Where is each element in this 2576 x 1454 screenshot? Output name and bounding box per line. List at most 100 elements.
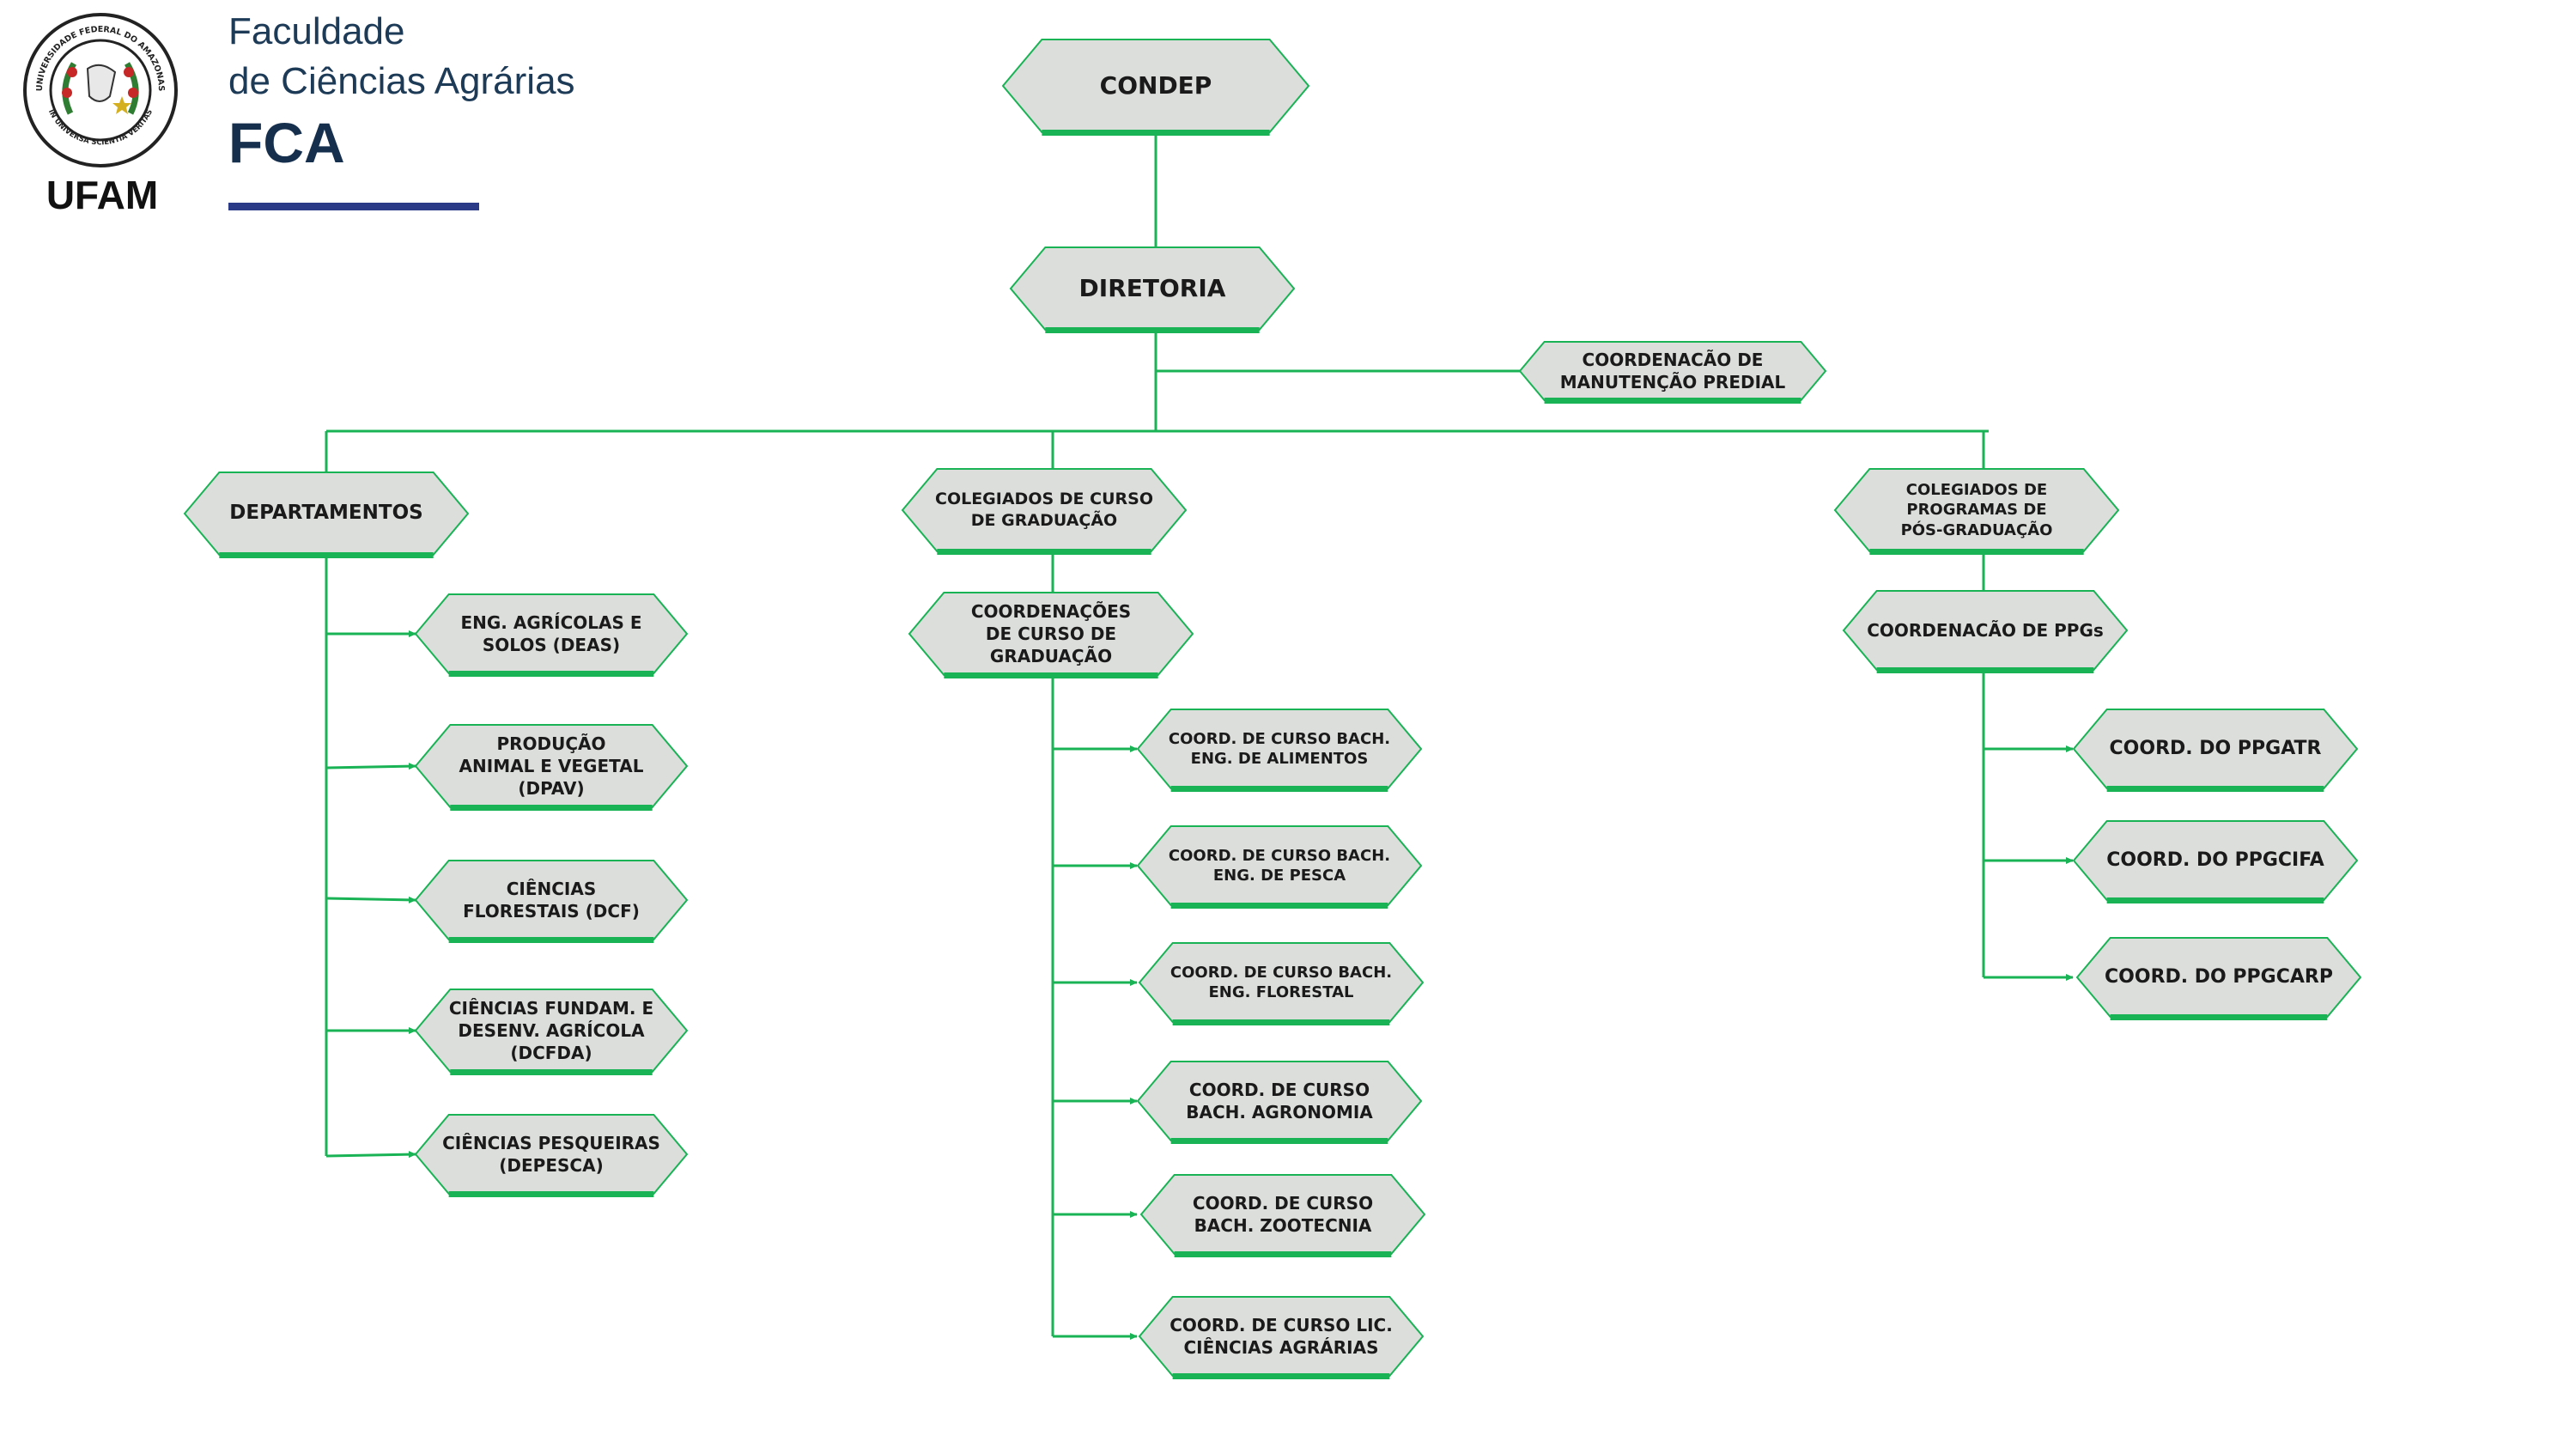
node-coord-ppgs: COORDENACÃO DE PPGs — [1844, 591, 2127, 670]
node-pesca-underline — [1170, 903, 1388, 909]
node-coord-ppgs-shape — [1842, 590, 2129, 671]
connector-departamentos-child — [325, 763, 416, 770]
node-florestal-label-line: COORD. DE CURSO BACH. — [1170, 963, 1393, 982]
node-departamentos-label-line: DEPARTAMENTOS — [229, 502, 423, 525]
faculty-acronym: FCA — [228, 111, 345, 174]
node-ppgcifa-shape — [2072, 820, 2359, 901]
node-condep-underline — [1042, 130, 1270, 136]
node-ppgcarp-underline — [2110, 1014, 2328, 1020]
node-ppgcifa-underline — [2106, 897, 2324, 903]
node-dpav-label-line: (DPAV) — [518, 778, 585, 799]
node-dpav-underline — [450, 805, 653, 811]
node-coord-graduacao-label-line: GRADUAÇÃO — [989, 646, 1113, 666]
node-colegiados-graduacao-label-line: COLEGIADOS DE CURSO — [935, 490, 1153, 509]
node-coord-ppgs-underline — [1876, 667, 2094, 673]
node-depesca: CIÊNCIAS PESQUEIRAS(DEPESCA) — [416, 1115, 687, 1194]
connector-departamentos-child — [325, 1151, 416, 1159]
node-agronomia-label-line: COORD. DE CURSO — [1188, 1080, 1370, 1100]
node-dpav-label-line: ANIMAL E VEGETAL — [459, 756, 644, 776]
node-manutencao-label-line: COORDENACÃO DE — [1582, 350, 1764, 370]
node-diretoria-underline — [1045, 327, 1260, 333]
node-florestal: COORD. DE CURSO BACH.ENG. FLORESTAL — [1139, 943, 1423, 1022]
node-coord-graduacao-label-line: COORDENAÇÕES — [970, 601, 1132, 622]
node-agrarias-label-line: CIÊNCIAS AGRÁRIAS — [1183, 1337, 1379, 1358]
node-condep-label-line: CONDEP — [1099, 70, 1212, 100]
node-agronomia-label-line: BACH. AGRONOMIA — [1186, 1102, 1373, 1122]
faculty-name-line2: de Ciências Agrárias — [228, 60, 575, 102]
node-alimentos: COORD. DE CURSO BACH. ENG. DE ALIMENTOS — [1138, 709, 1421, 788]
node-ppgcarp: COORD. DO PPGCARP — [2077, 938, 2360, 1017]
node-colegiados-graduacao-label-line: DE GRADUAÇÃO — [970, 511, 1118, 530]
node-pesca: COORD. DE CURSO BACH. ENG. DE PESCA — [1138, 826, 1421, 905]
node-ppgatr-shape — [2072, 709, 2359, 789]
connector-departamentos-child — [325, 896, 416, 903]
node-ppgcarp-label-line: COORD. DO PPGCARP — [2105, 965, 2333, 988]
node-agrarias-underline — [1172, 1373, 1390, 1379]
node-deas-label-line: SOLOS (DEAS) — [482, 635, 621, 655]
node-dcfda-label-line: DESENV. AGRÍCOLA — [458, 1020, 645, 1041]
node-condep: CONDEP — [1003, 40, 1309, 132]
node-coord-graduacao-label-line: DE CURSO DE — [985, 624, 1117, 644]
seal-graphic: UNIVERSIDADE FEDERAL DO AMAZONAS IN UNIV… — [23, 13, 178, 167]
node-ppgcarp-shape — [2075, 937, 2362, 1018]
node-agronomia-underline — [1170, 1138, 1388, 1144]
node-diretoria-shape — [1009, 246, 1296, 331]
node-departamentos: DEPARTAMENTOS — [185, 472, 468, 555]
node-zootecnia-label-line: COORD. DE CURSO — [1192, 1193, 1374, 1214]
header-underline — [228, 203, 479, 210]
node-dcf-underline — [448, 937, 654, 943]
node-dpav-label-line: PRODUÇÃO — [496, 733, 606, 754]
ufam-seal: UNIVERSIDADE FEDERAL DO AMAZONAS IN UNIV… — [21, 10, 180, 170]
node-colegiados-graduacao-shape — [901, 468, 1188, 552]
faculty-name-line1: Faculdade — [228, 10, 405, 52]
node-agrarias: COORD. DE CURSO LIC.CIÊNCIAS AGRÁRIAS — [1139, 1297, 1423, 1376]
ufam-logo-caption: UFAM — [46, 173, 159, 217]
node-coord-ppgs-label-line: COORDENACÃO DE PPGs — [1867, 620, 2104, 641]
node-deas-underline — [448, 671, 654, 677]
node-pesca-label-line: ENG. DE PESCA — [1212, 867, 1346, 885]
node-alimentos-label-line: ENG. DE ALIMENTOS — [1190, 750, 1369, 768]
node-depesca-underline — [448, 1191, 654, 1197]
node-departamentos-underline — [219, 552, 434, 558]
node-ppgcifa-label-line: COORD. DO PPGCIFA — [2106, 849, 2324, 871]
node-colegiados-graduacao-underline — [937, 549, 1151, 555]
node-dcfda-label-line: CIÊNCIAS FUNDAM. E — [448, 998, 654, 1019]
node-florestal-label-line: ENG. FLORESTAL — [1208, 983, 1354, 1001]
node-coord-graduacao-shape — [908, 592, 1194, 676]
node-dcfda-underline — [450, 1069, 653, 1075]
node-manutencao-underline — [1544, 398, 1801, 404]
node-zootecnia-label-line: BACH. ZOOTECNIA — [1194, 1215, 1372, 1236]
node-depesca-label-line: CIÊNCIAS PESQUEIRAS — [442, 1133, 660, 1153]
node-alimentos-label-line: COORD. DE CURSO BACH. — [1168, 729, 1391, 748]
node-colegiados-pos-label-line: PROGRAMAS DE — [1906, 501, 2047, 520]
node-diretoria-label-line: DIRETORIA — [1078, 273, 1226, 302]
node-ppgatr: COORD. DO PPGATR — [2074, 709, 2357, 788]
node-colegiados-pos-underline — [1869, 549, 2084, 555]
node-depesca-label-line: (DEPESCA) — [499, 1155, 604, 1176]
node-colegiados-pos-label-line: COLEGIADOS DE — [1905, 480, 2048, 499]
node-dcfda-label-line: (DCFDA) — [510, 1043, 592, 1063]
node-coord-graduacao-underline — [944, 672, 1158, 678]
node-ppgatr-label-line: COORD. DO PPGATR — [2109, 737, 2322, 759]
node-dcf-label-line: CIÊNCIAS — [506, 879, 597, 899]
node-florestal-underline — [1172, 1019, 1390, 1025]
node-zootecnia-underline — [1174, 1251, 1392, 1257]
node-agrarias-label-line: COORD. DE CURSO LIC. — [1170, 1315, 1393, 1335]
node-colegiados-graduacao: COLEGIADOS DE CURSO DE GRADUAÇÃO — [902, 469, 1186, 551]
node-colegiados-pos-label-line: PÓS-GRADUAÇÃO — [1900, 520, 2053, 539]
node-deas-label-line: ENG. AGRÍCOLAS E — [460, 612, 642, 633]
node-manutencao-label-line: MANUTENÇÃO PREDIAL — [1559, 372, 1786, 392]
node-ppgatr-underline — [2106, 786, 2324, 792]
node-pesca-label-line: COORD. DE CURSO BACH. — [1168, 846, 1391, 865]
node-dcf-label-line: FLORESTAIS (DCF) — [463, 901, 640, 922]
